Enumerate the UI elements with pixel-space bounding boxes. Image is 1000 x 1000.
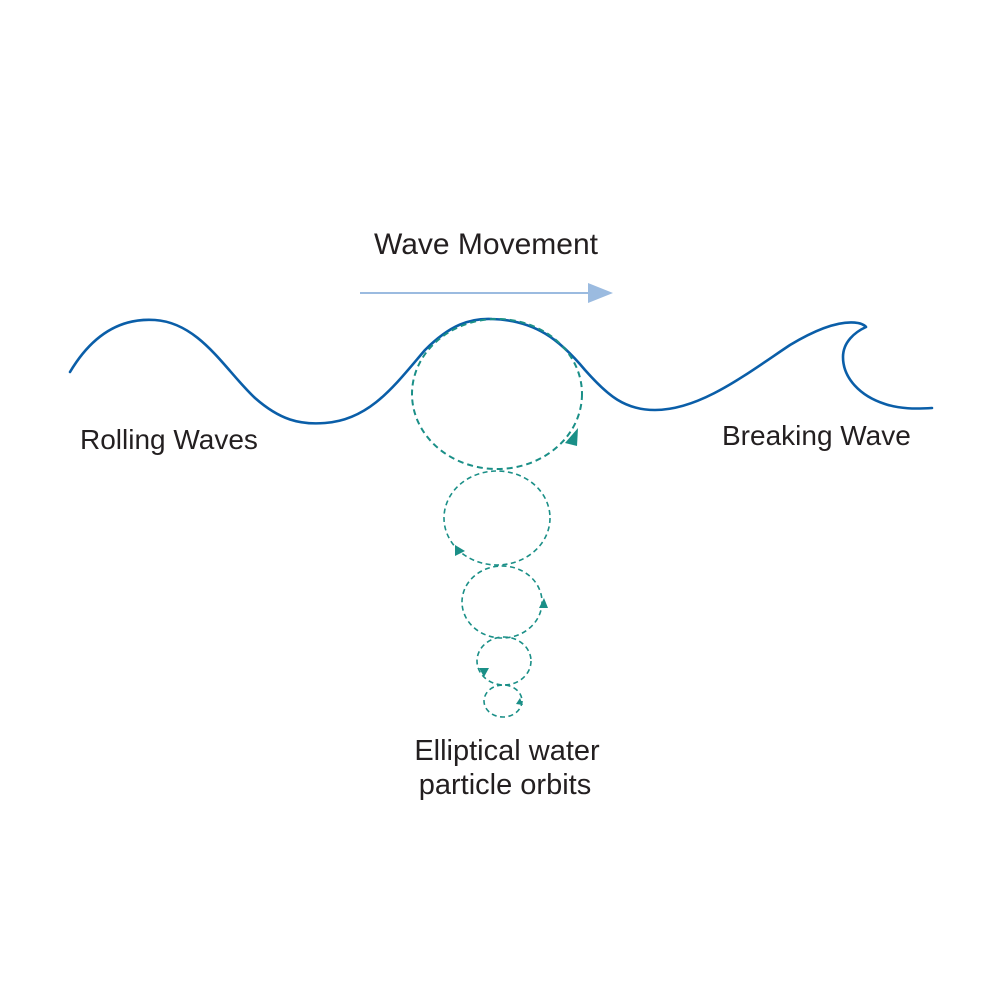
wave-movement-label: Wave Movement [374, 228, 599, 261]
orbit-stack [411, 318, 583, 718]
breaking-wave-label: Breaking Wave [722, 420, 911, 451]
orbit-5 [483, 684, 523, 718]
orbit-2 [443, 470, 551, 566]
orbits-label-line1: Elliptical water [414, 735, 600, 767]
orbit-4 [476, 636, 532, 686]
orbits-label-line2: particle orbits [419, 769, 591, 801]
orbit-2-arrowhead [455, 545, 465, 556]
wave-movement-arrow [360, 283, 613, 303]
orbit-3-arrowhead [539, 598, 548, 608]
rolling-waves-label: Rolling Waves [80, 424, 258, 455]
wave-surface-line [68, 317, 934, 425]
orbit-1 [411, 318, 583, 470]
orbit-4-arrowhead [479, 668, 489, 677]
orbit-1-arrowhead [565, 428, 578, 446]
orbit-5-arrowhead [516, 698, 523, 705]
orbit-3 [461, 565, 543, 639]
